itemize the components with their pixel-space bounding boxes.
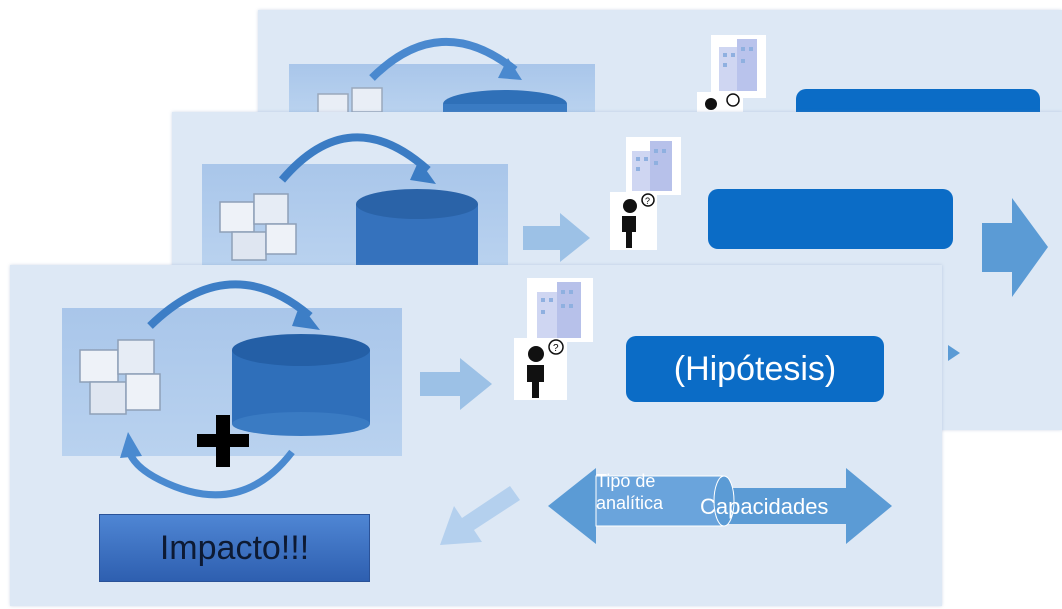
capabilities-label: Capacidades — [700, 494, 829, 519]
right-arrow-icon — [982, 198, 1048, 297]
svg-text:?: ? — [645, 196, 650, 206]
thinking-person-icon — [697, 92, 743, 112]
puzzle-icon — [219, 193, 297, 261]
middle-hypothesis-box — [708, 189, 953, 249]
analytics-type-label: Tipo de analítica — [596, 471, 664, 513]
arrow-head — [498, 58, 522, 80]
curved-arrow-icon — [147, 280, 313, 329]
hypothesis-box: (Hipótesis) — [626, 336, 884, 402]
impact-label: Impacto!!! — [159, 529, 310, 567]
down-left-arrow-icon — [440, 486, 520, 545]
svg-text:?: ? — [553, 343, 559, 354]
plus-icon — [197, 415, 249, 467]
building-icon — [711, 35, 766, 98]
thinking-person-icon: ? — [610, 192, 657, 250]
impact-box: Impacto!!! — [99, 514, 370, 582]
thinking-person-icon: ? — [514, 338, 567, 400]
hypothesis-label: (Hipótesis) — [673, 350, 837, 388]
curved-arrow-icon — [124, 446, 295, 499]
building-icon — [626, 137, 681, 195]
arrow-head — [120, 432, 142, 458]
arrow-head — [292, 304, 320, 330]
curved-arrow-icon — [369, 38, 518, 81]
right-arrow-icon — [523, 213, 590, 262]
building-icon — [527, 278, 593, 342]
puzzle-icon — [79, 339, 161, 415]
curved-arrow-icon — [278, 133, 431, 183]
database-scroll-icon — [595, 475, 735, 527]
right-arrow-icon — [420, 358, 492, 410]
arrow-head — [410, 160, 436, 184]
right-arrow-icon — [948, 345, 960, 361]
